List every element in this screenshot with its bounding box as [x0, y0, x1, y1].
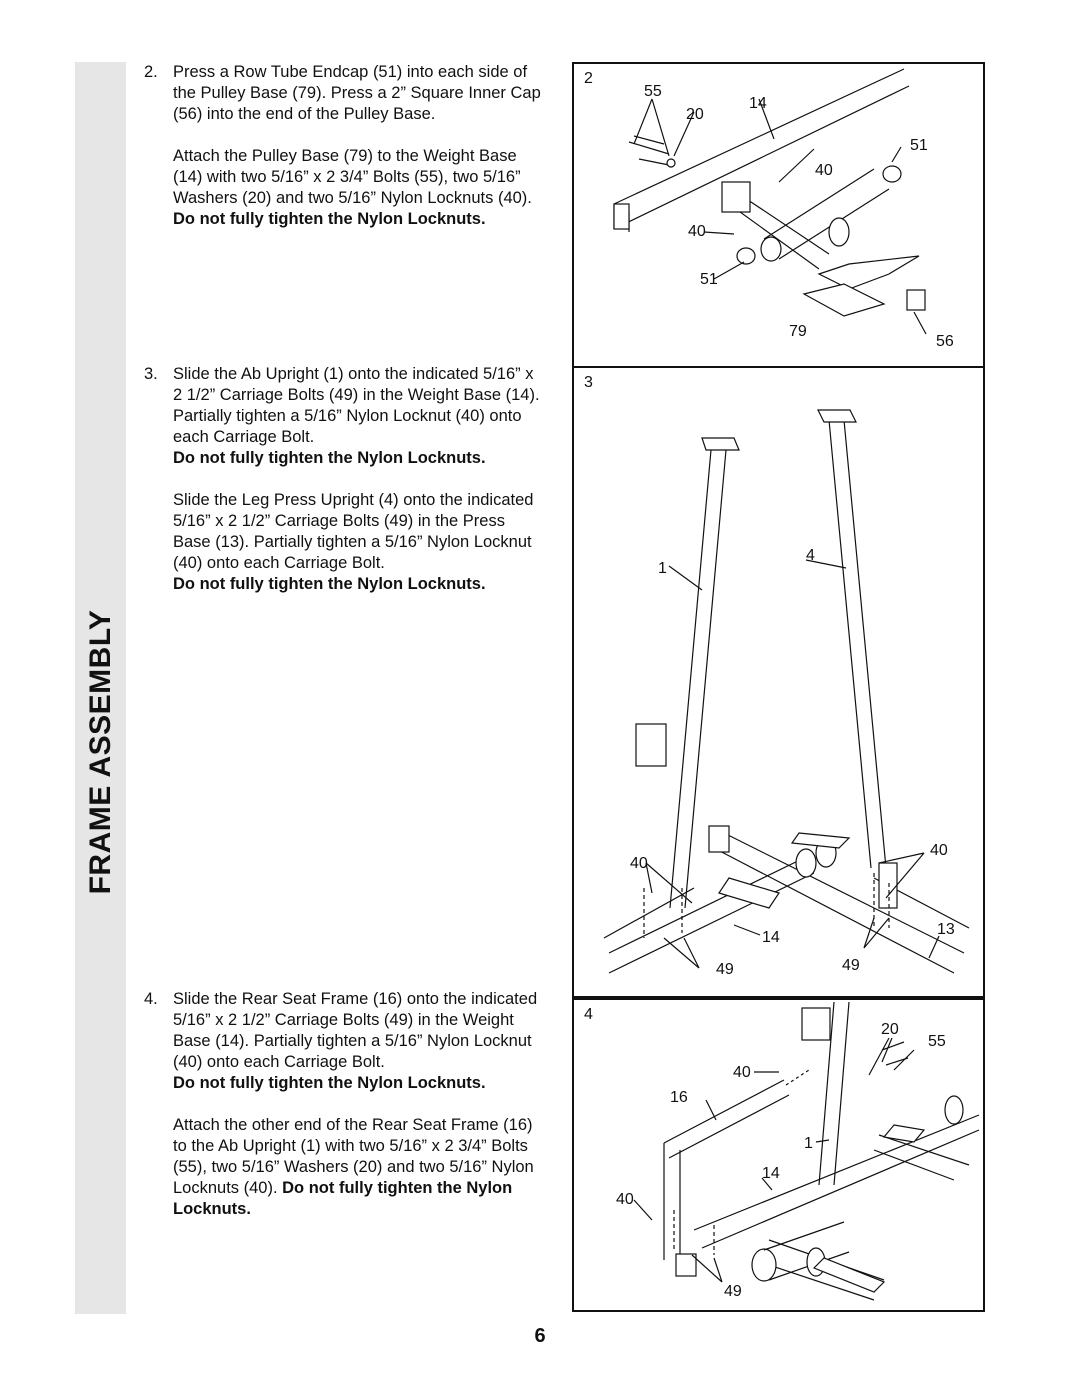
callout-label: 1 [804, 1135, 813, 1152]
callout-label: 1 [658, 560, 667, 577]
step-paragraph: Attach the other end of the Rear Seat Fr… [173, 1115, 544, 1220]
callout-label: 14 [762, 929, 780, 946]
warning-text: Do not fully tighten the Nylon Locknuts. [173, 210, 486, 228]
callout-label: 40 [616, 1191, 634, 1208]
figure-2-drawing: 55 20 14 51 40 40 51 79 56 [613, 68, 954, 350]
callout-label: 51 [910, 137, 928, 154]
callout-label: 14 [749, 95, 767, 112]
step-paragraph: Slide the Leg Press Upright (4) onto the… [173, 490, 544, 595]
callout-label: 14 [762, 1165, 780, 1182]
callout-label: 4 [806, 547, 815, 564]
step-text: Slide the Leg Press Upright (4) onto the… [173, 491, 534, 572]
page-number: 6 [534, 1325, 546, 1347]
warning-text: Do not fully tighten the Nylon Locknuts. [173, 1179, 513, 1218]
step-number: 2. [144, 63, 158, 81]
callout-label: 40 [815, 162, 833, 179]
step-3: 3. Slide the Ab Upright (1) onto the ind… [144, 364, 544, 616]
callout-label: 51 [700, 271, 718, 288]
figure-4: 4 20 55 40 16 [572, 998, 985, 1312]
figure-number: 3 [584, 374, 593, 391]
step-paragraph: Slide the Ab Upright (1) onto the indica… [173, 364, 544, 469]
callout-label: 40 [930, 842, 948, 859]
figure-3: 3 1 4 40 40 14 1 [572, 366, 985, 998]
callout-label: 49 [724, 1283, 742, 1300]
warning-text: Do not fully tighten the Nylon Locknuts. [173, 575, 486, 593]
figure-number: 2 [584, 70, 593, 87]
callout-label: 55 [928, 1033, 946, 1050]
step-text: Attach the Pulley Base (79) to the Weigh… [173, 147, 532, 207]
callout-label: 40 [688, 223, 706, 240]
figure-4-drawing: 20 55 40 16 1 14 40 49 [616, 1001, 980, 1301]
step-text: Attach the other end of the Rear Seat Fr… [173, 1116, 534, 1197]
section-tab-label: FRAME ASSEMBLY [83, 609, 117, 895]
callout-label: 56 [936, 333, 954, 350]
callout-label: 16 [670, 1089, 688, 1106]
step-text: Slide the Ab Upright (1) onto the indica… [173, 365, 540, 446]
step-number: 3. [144, 365, 158, 383]
callout-label: 40 [733, 1064, 751, 1081]
callout-label: 40 [630, 855, 648, 872]
step-paragraph: Attach the Pulley Base (79) to the Weigh… [173, 146, 544, 230]
step-text: Slide the Rear Seat Frame (16) onto the … [173, 990, 538, 1071]
figure-3-drawing: 1 4 40 40 14 13 49 49 [603, 409, 970, 978]
step-paragraph: Press a Row Tube Endcap (51) into each s… [173, 63, 541, 123]
step-4: 4. Slide the Rear Seat Frame (16) onto t… [144, 989, 544, 1241]
step-paragraph: Slide the Rear Seat Frame (16) onto the … [173, 989, 544, 1094]
step-2: 2. Press a Row Tube Endcap (51) into eac… [144, 62, 544, 251]
warning-text: Do not fully tighten the Nylon Locknuts. [173, 449, 486, 467]
figure-number: 4 [584, 1006, 593, 1023]
callout-label: 20 [686, 106, 704, 123]
section-tab: FRAME ASSEMBLY [75, 62, 126, 1314]
figure-2: 2 55 20 14 [572, 62, 985, 368]
warning-text: Do not fully tighten the Nylon Locknuts. [173, 1074, 486, 1092]
callout-label: 55 [644, 83, 662, 100]
step-number: 4. [144, 990, 158, 1008]
callout-label: 49 [716, 961, 734, 978]
callout-label: 49 [842, 957, 860, 974]
callout-label: 20 [881, 1021, 899, 1038]
callout-label: 79 [789, 323, 807, 340]
callout-label: 13 [937, 921, 955, 938]
